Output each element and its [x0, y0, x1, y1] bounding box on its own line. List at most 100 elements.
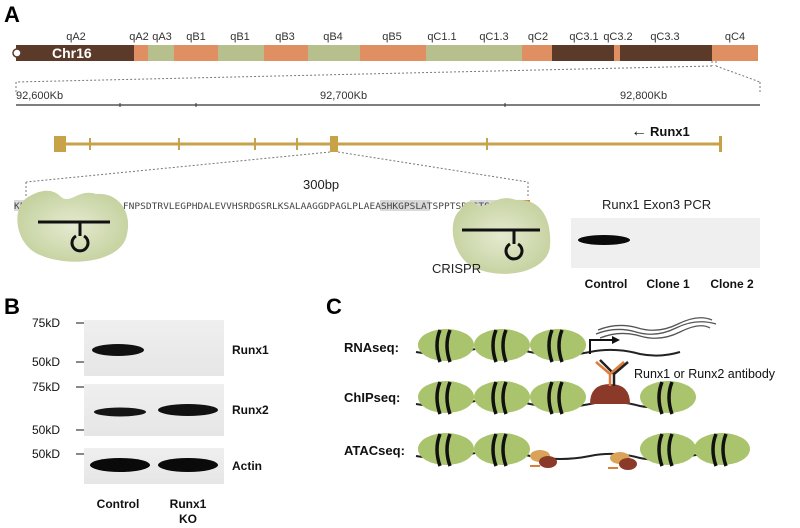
band-label: qB1 [186, 31, 206, 43]
chromosome-band [16, 45, 134, 61]
wb-lane-label-ko: KO [179, 512, 197, 526]
chromosome-band [308, 45, 360, 61]
wb-lane-label-control: Control [97, 497, 140, 511]
band-label: qA3 [152, 31, 172, 43]
guide-rna [50, 220, 110, 253]
zoom-guides [15, 61, 761, 92]
band-label: qA2 [129, 31, 149, 43]
marker-label: 75kD [32, 380, 60, 394]
chromosome-name: Chr16 [52, 45, 92, 61]
atacseq-diagram [415, 433, 750, 470]
band-actin-ko [158, 458, 218, 472]
scale-tick-label: 92,700Kb [320, 90, 367, 102]
antibody [595, 359, 629, 386]
panel-label-c: C [326, 294, 342, 319]
pcr-lane-label: Clone 1 [646, 277, 690, 291]
marker-label: 50kD [32, 355, 60, 369]
band-label: qC3.1 [569, 31, 598, 43]
rna-transcripts [595, 317, 717, 339]
transcription-factor [590, 384, 630, 404]
exon [719, 136, 722, 152]
chromosome-band [552, 45, 614, 61]
chromosome-band [614, 45, 620, 61]
rnaseq-diagram [415, 317, 717, 363]
chromosome-band [264, 45, 308, 61]
scale-tick-label: 92,800Kb [620, 90, 667, 102]
band-label: qB3 [275, 31, 295, 43]
western-blot: 75kD 50kD Runx1 75kD 50kD Runx2 50kD Act… [32, 316, 269, 526]
band-runx2-ko [158, 404, 218, 416]
exon [254, 138, 256, 150]
band-label: qC2 [528, 31, 548, 43]
band-runx1-control [92, 344, 144, 356]
chromosome-ideogram: Chr16 [12, 45, 758, 61]
panel-label-a: A [4, 2, 20, 27]
tss-arrow [589, 339, 612, 354]
exon [89, 138, 91, 150]
protein-label-actin: Actin [232, 459, 262, 473]
chromosome-band [148, 45, 174, 61]
exon-zoom-guides [25, 151, 529, 196]
band-label: qC3.2 [603, 31, 632, 43]
target-exon [330, 136, 338, 152]
pcr-title: Runx1 Exon3 PCR [602, 197, 711, 212]
chromosome-band [134, 45, 148, 61]
assay-label-rnaseq: RNAseq: [344, 340, 399, 355]
chromosome-band-labels: qA2 qA2 qA3 qB1 qB1 qB3 qB4 qB5 qC1.1 qC… [66, 31, 745, 43]
wb-lane-label-runx1: Runx1 [170, 497, 207, 511]
exon [296, 138, 298, 150]
chromosome-band [218, 45, 264, 61]
band-label: qA2 [66, 31, 86, 43]
band-label: qC4 [725, 31, 745, 43]
centromere-marker [12, 48, 22, 58]
assay-label-atacseq: ATACseq: [344, 443, 405, 458]
exon [178, 138, 180, 150]
gene-direction-arrow: ← [631, 123, 647, 140]
band-label: qB1 [230, 31, 250, 43]
dna-wrap [435, 329, 564, 363]
chromosome-band [522, 45, 552, 61]
crispr-label: CRISPR [432, 261, 481, 276]
chromosome-band [426, 45, 458, 61]
genomic-scale: 92,600Kb 92,700Kb 92,800Kb [16, 90, 760, 107]
guide-rna [462, 228, 540, 261]
chromosome-band [360, 45, 426, 61]
scale-ticks [119, 103, 506, 107]
band-label: qC1.3 [479, 31, 508, 43]
chipseq-diagram: Runx1 or Runx2 antibody [415, 359, 776, 415]
assay-label-chipseq: ChIPseq: [344, 390, 400, 405]
chromosome-band [174, 45, 218, 61]
panel-label-b: B [4, 294, 20, 319]
exon [486, 138, 488, 150]
chromosome-band [712, 45, 758, 61]
pcr-band-control [578, 235, 630, 245]
pcr-lane-label: Control [585, 277, 628, 291]
band-label: qB5 [382, 31, 402, 43]
runx1-gene-model: ← Runx1 [54, 123, 722, 152]
protein-label-runx1: Runx1 [232, 343, 269, 357]
band-runx2-control [94, 407, 146, 417]
nucleosome [418, 433, 750, 465]
gene-name: Runx1 [650, 124, 690, 139]
dna-wrap [435, 433, 728, 467]
protein-label-runx2: Runx2 [232, 403, 269, 417]
tn5-transposase [530, 450, 637, 470]
marker-label: 50kD [32, 423, 60, 437]
scale-tick-label: 92,600Kb [16, 90, 63, 102]
band-label: qB4 [323, 31, 343, 43]
exon [54, 136, 66, 152]
band-label: qC3.3 [650, 31, 679, 43]
nucleosome [418, 381, 696, 413]
exon-size-label: 300bp [303, 177, 339, 192]
pcr-lane-labels: Control Clone 1 Clone 2 [585, 277, 754, 291]
band-label: qC1.1 [427, 31, 456, 43]
marker-label: 75kD [32, 316, 60, 330]
cas9-complex-left [17, 190, 129, 262]
dna-wrap [435, 381, 674, 415]
pcr-lane-label: Clone 2 [710, 277, 754, 291]
chromosome-band [620, 45, 712, 61]
antibody-label: Runx1 or Runx2 antibody [634, 367, 776, 381]
band-actin-control [90, 458, 150, 472]
marker-label: 50kD [32, 447, 60, 461]
